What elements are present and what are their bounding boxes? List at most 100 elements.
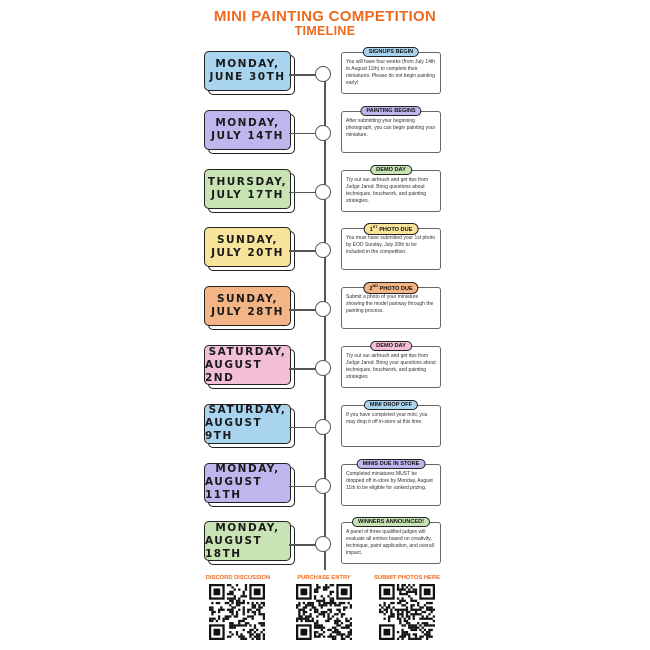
date-box: MONDAY, AUGUST 11TH	[204, 462, 291, 503]
timeline-row: MONDAY, AUGUST 18TH WINNERS ANNOUNCED! A…	[0, 517, 650, 570]
date-box: MONDAY, JULY 14TH	[204, 109, 291, 150]
date-box: SATURDAY, AUGUST 9TH	[204, 403, 291, 444]
connector-line	[289, 426, 317, 429]
event-badge: MINIS DUE IN STORE	[356, 458, 426, 469]
connector-line	[289, 191, 317, 194]
date-day: JULY 17TH	[211, 188, 284, 201]
badge-text: MINI DROP OFF	[369, 401, 413, 408]
timeline-node-icon	[315, 124, 331, 141]
event-badge: MINI DROP OFF	[363, 399, 419, 410]
purchase-qr-code-icon[interactable]	[296, 584, 352, 640]
discord-discussion-label: DISCORD DISCUSSION	[205, 575, 271, 581]
connector-line	[289, 368, 317, 370]
event-card: SIGNUPS BEGIN You will have four weeks (…	[341, 47, 441, 94]
connector-line	[289, 74, 317, 76]
date-day: JUNE 30TH	[209, 71, 286, 83]
event-badge: PAINTING BEGINS	[360, 105, 422, 116]
event-description: Try out our airbrush and get tips from J…	[346, 353, 436, 380]
date-weekday: SATURDAY,	[208, 345, 287, 358]
timeline-line	[324, 70, 326, 570]
event-card: MINI DROP OFF If you have completed your…	[341, 399, 441, 447]
badge-ordinal-suffix: ND	[372, 284, 378, 289]
badge-text: DEMO DAY	[376, 343, 406, 349]
connector-line	[289, 250, 317, 252]
event-badge: SIGNUPS BEGIN	[362, 47, 420, 57]
badge-ordinal: 1	[369, 227, 373, 234]
badge-ordinal: 2	[369, 286, 373, 293]
date-weekday: SUNDAY,	[216, 234, 279, 247]
event-description: If you have completed your mini, you may…	[346, 411, 428, 425]
event-description: You must have submitted your 1st photo b…	[346, 235, 436, 256]
timeline-node-icon	[315, 66, 331, 82]
badge-text: SIGNUPS BEGIN	[368, 49, 414, 55]
date-weekday: SATURDAY,	[208, 404, 287, 417]
date-day: AUGUST 9TH	[205, 417, 263, 443]
event-description: Try out our airbrush and get tips from J…	[346, 176, 429, 204]
timeline-node-icon	[315, 477, 331, 494]
timeline-node-icon	[315, 183, 331, 200]
date-box: THURSDAY, JULY 17TH	[204, 168, 291, 209]
event-badge: DEMO DAY	[370, 164, 412, 175]
date-day: AUGUST 11TH	[205, 476, 263, 502]
page-subtitle: TIMELINE	[294, 24, 356, 38]
event-card: PAINTING BEGINS After submitting your be…	[341, 105, 441, 153]
event-card: 1ST PHOTO DUE You must have submitted yo…	[341, 223, 441, 271]
event-card: MINIS DUE IN STORE Completed miniatures …	[341, 458, 441, 506]
connector-line	[289, 485, 317, 488]
date-weekday: THURSDAY,	[207, 175, 288, 188]
event-card: DEMO DAY Try out our airbrush and get ti…	[341, 341, 441, 388]
date-day: AUGUST 2ND	[205, 358, 263, 384]
timeline-row: SATURDAY, AUGUST 2ND DEMO DAY Try out ou…	[0, 341, 650, 394]
badge-text: PAINTING BEGINS	[366, 107, 416, 114]
badge-text: PHOTO DUE	[379, 227, 413, 234]
date-weekday: MONDAY,	[215, 463, 280, 476]
date-day: JULY 14TH	[211, 129, 284, 142]
date-weekday: MONDAY,	[215, 521, 280, 534]
date-box: MONDAY, AUGUST 18TH	[204, 521, 291, 562]
date-weekday: MONDAY,	[215, 58, 280, 70]
date-day: AUGUST 18TH	[205, 534, 263, 560]
event-description: A panel of three qualified judges will e…	[346, 529, 434, 557]
badge-text: DEMO DAY	[376, 166, 406, 173]
event-card: DEMO DAY Try out our airbrush and get ti…	[341, 164, 441, 212]
timeline-row: MONDAY, AUGUST 11TH MINIS DUE IN STORE C…	[0, 458, 650, 512]
discord-qr-code-icon[interactable]	[209, 584, 265, 640]
event-badge: WINNERS ANNOUNCED!	[352, 517, 430, 528]
date-day: JULY 28TH	[211, 306, 284, 319]
timeline-row: SATURDAY, AUGUST 9TH MINI DROP OFF If yo…	[0, 399, 650, 453]
event-description: Submit a photo of your miniature showing…	[346, 294, 434, 315]
event-badge: 1ST PHOTO DUE	[363, 223, 419, 236]
timeline-row: SUNDAY, JULY 28TH 2ND PHOTO DUE Submit a…	[0, 282, 650, 335]
event-badge: DEMO DAY	[370, 341, 412, 351]
submit-photos-qr-code-icon[interactable]	[379, 584, 435, 640]
date-box: SUNDAY, JULY 20TH	[204, 227, 291, 268]
timeline-node-icon	[315, 418, 331, 435]
event-description: You will have four weeks (from July 14th…	[346, 59, 436, 86]
badge-ordinal-suffix: ST	[372, 225, 378, 230]
submit-photos-label: SUBMIT PHOTOS HERE	[374, 575, 440, 581]
timeline-node-icon	[315, 301, 331, 318]
timeline-row: MONDAY, JUNE 30TH SIGNUPS BEGIN You will…	[0, 47, 650, 100]
event-description: Completed miniatures MUST be dropped off…	[346, 470, 433, 491]
timeline-node-icon	[315, 242, 331, 259]
date-box: SATURDAY, AUGUST 2ND	[204, 345, 291, 385]
timeline-node-icon	[315, 360, 331, 376]
badge-text: WINNERS ANNOUNCED!	[358, 519, 424, 526]
date-weekday: SUNDAY,	[216, 293, 279, 306]
page-title: MINI PAINTING COMPETITION	[213, 8, 437, 25]
timeline-row: SUNDAY, JULY 20TH 1ST PHOTO DUE You must…	[0, 223, 650, 276]
date-box: SUNDAY, JULY 28TH	[204, 286, 291, 327]
event-description: After submitting your beginning photogra…	[346, 117, 436, 138]
date-box: MONDAY, JUNE 30TH	[204, 51, 291, 91]
connector-line	[289, 309, 317, 311]
date-day: JULY 20TH	[211, 247, 284, 260]
event-card: 2ND PHOTO DUE Submit a photo of your min…	[341, 282, 441, 330]
purchase-entry-label: PURCHASE ENTRY	[297, 575, 351, 581]
timeline-row: MONDAY, JULY 14TH PAINTING BEGINS After …	[0, 105, 650, 159]
connector-line	[289, 544, 317, 546]
badge-text: MINIS DUE IN STORE	[362, 460, 420, 467]
event-badge: 2ND PHOTO DUE	[363, 282, 419, 295]
timeline-row: THURSDAY, JULY 17TH DEMO DAY Try out our…	[0, 164, 650, 218]
event-card: WINNERS ANNOUNCED! A panel of three qual…	[341, 517, 441, 565]
date-weekday: MONDAY,	[215, 116, 280, 129]
